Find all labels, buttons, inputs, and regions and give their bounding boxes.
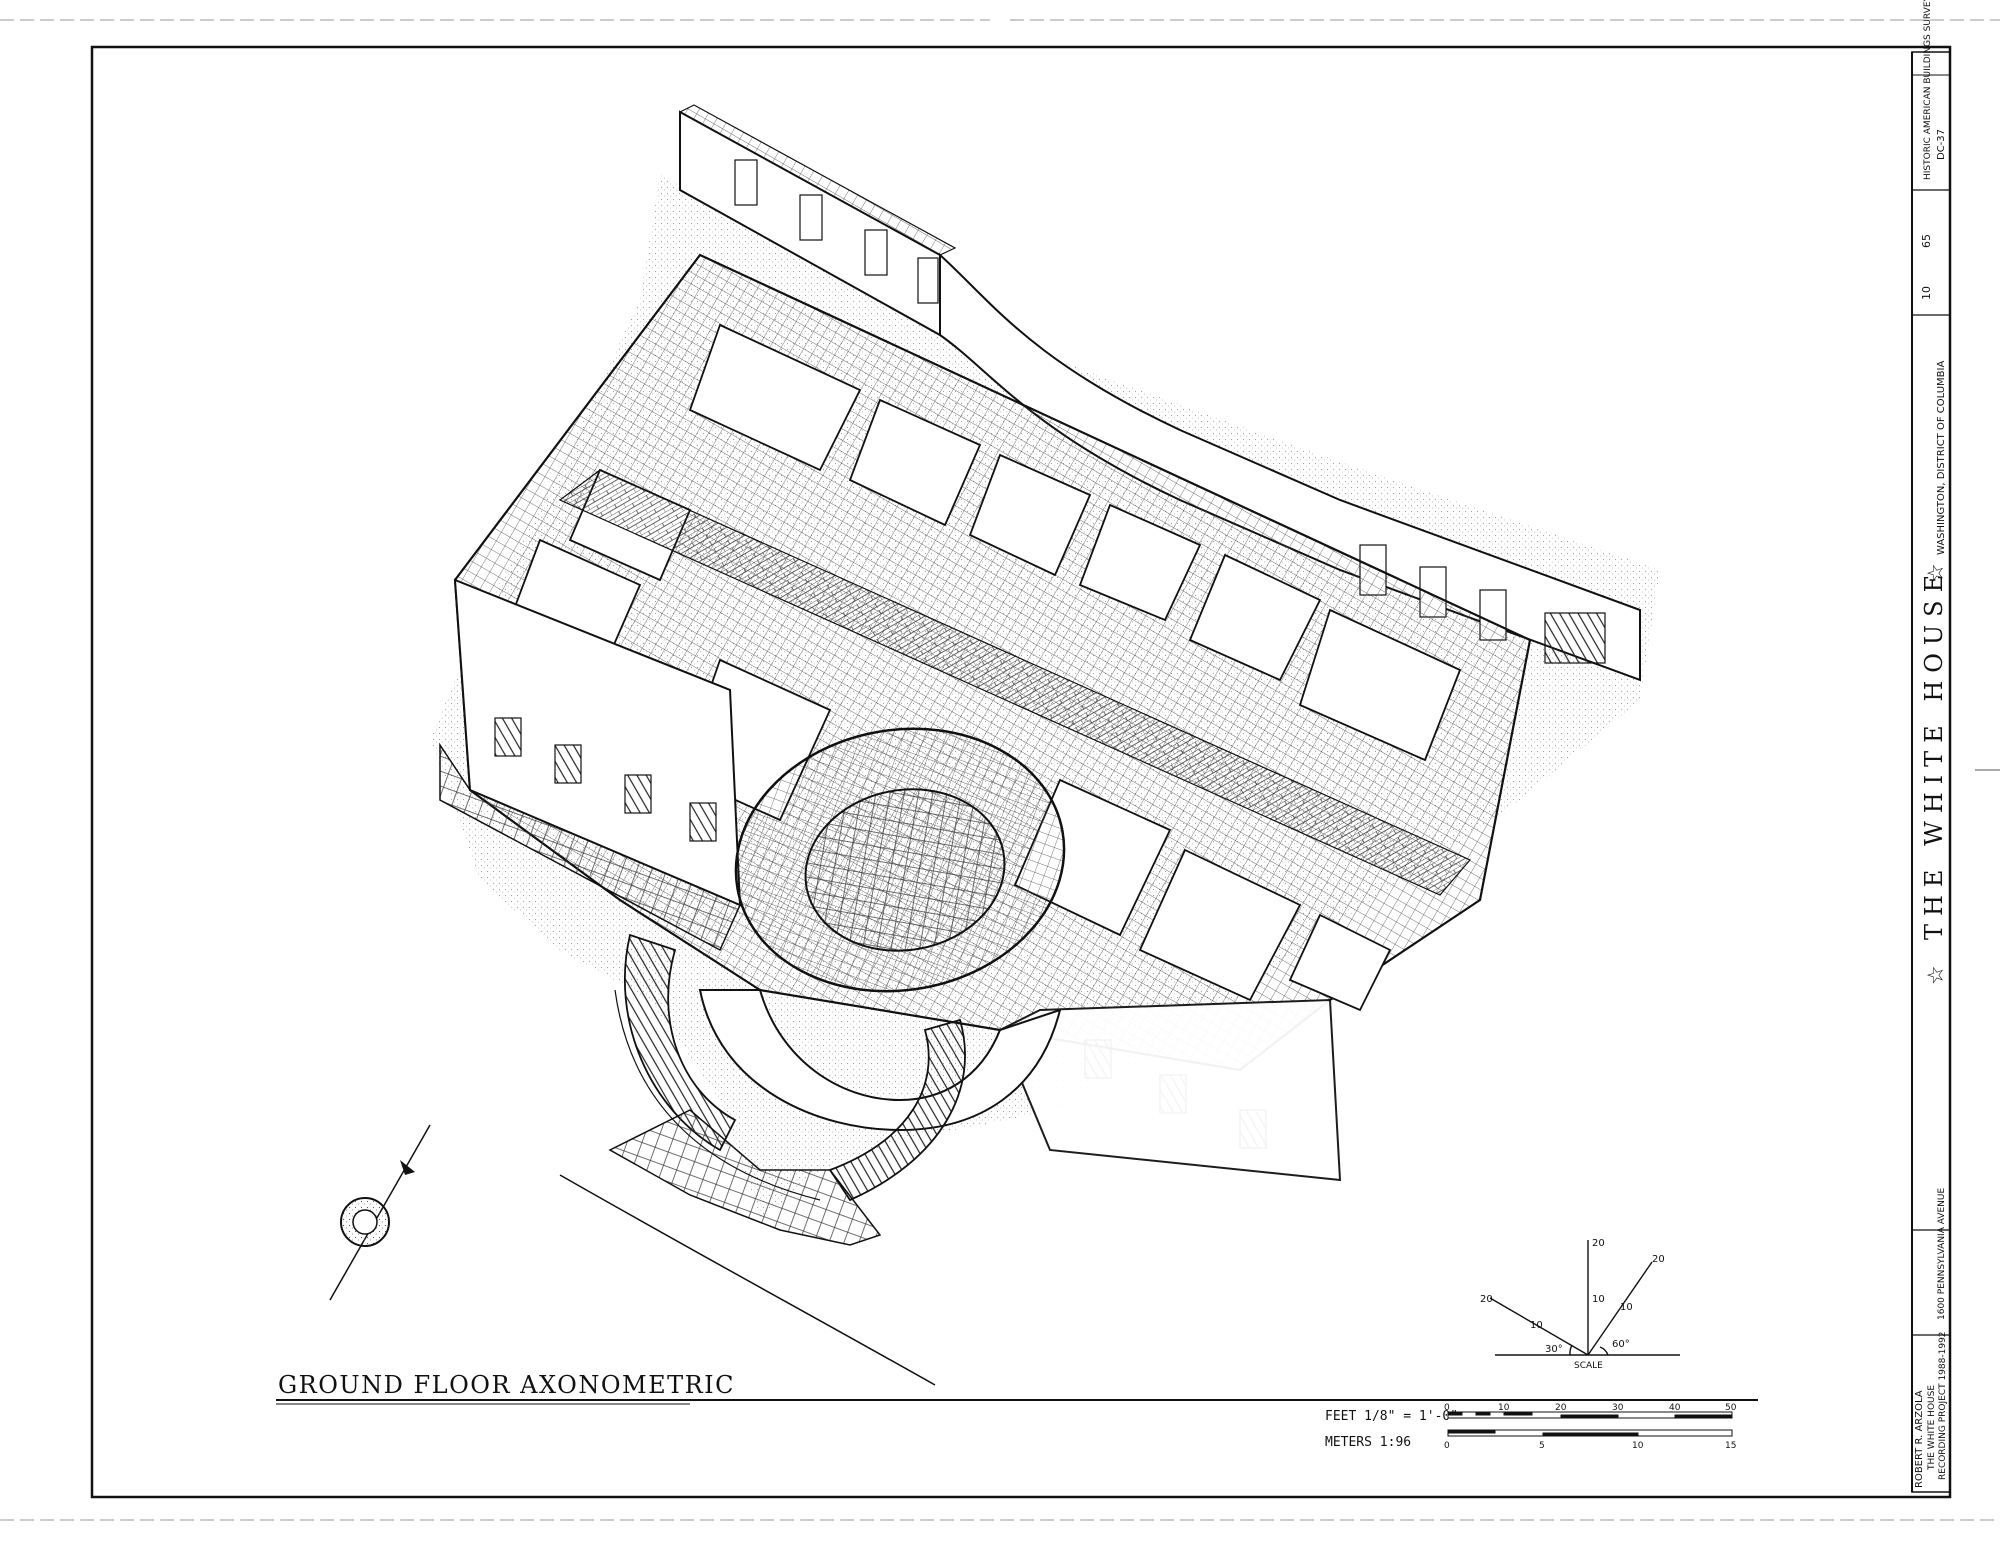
axis-vertical-tick: 20 [1592,1238,1605,1249]
east-wing-wall [939,252,1641,682]
scale-feet-label: FEET 1/8" = 1'-0" [1325,1409,1458,1424]
axis-left-tick: 10 [1530,1320,1543,1331]
scale-bar-meters [1447,1429,1733,1437]
title-block: THE WHITE HOUSE ☆ ☆ WASHINGTON, DISTRICT… [1914,0,1949,1488]
axis-angle-right: 60° [1612,1339,1630,1350]
scale-meter-tick: 10 [1632,1441,1644,1451]
axis-left-tick: 20 [1480,1294,1493,1305]
scale-feet-tick: 0 [1444,1403,1450,1413]
title-star-icon: ☆ [1924,563,1949,583]
room [1188,553,1322,682]
room [1288,913,1392,1012]
sheet-number: 10 [1920,286,1933,300]
west-terrace [439,742,741,952]
axis-right-tick: 20 [1652,1254,1665,1265]
survey-number: DC-37 [1936,129,1947,160]
axonometric-building [430,104,1660,1386]
room [1078,503,1202,622]
scale-meter-tick: 5 [1539,1441,1545,1451]
scale-feet-tick: 20 [1555,1403,1567,1413]
room [848,398,982,527]
building-name: THE WHITE HOUSE [1920,567,1948,940]
room [1298,608,1462,762]
room [968,453,1092,577]
axis-vertical-tick: 10 [1592,1294,1605,1305]
north-wall-windows [734,159,939,304]
scale-meters-label: METERS 1:96 [1325,1435,1411,1450]
address: 1600 PENNSYLVANIA AVENUE [1937,1188,1947,1320]
axis-diagram [1489,1240,1680,1356]
sheet-total: 65 [1920,234,1933,248]
scale-bar-feet [1447,1411,1733,1419]
project-note: RECORDING PROJECT 1988-1992 [1938,1331,1948,1480]
scale-feet-tick: 30 [1612,1403,1624,1413]
north-wall-top [678,104,957,256]
scale-feet-tick: 50 [1725,1403,1737,1413]
location: WASHINGTON, DISTRICT OF COLUMBIA [1936,361,1947,555]
axis-scale-label: SCALE [1574,1361,1603,1371]
scale-meter-tick: 0 [1444,1441,1450,1451]
axis-right-tick: 10 [1620,1302,1633,1313]
scale-feet-tick: 10 [1498,1403,1510,1413]
south-portico [698,989,1062,1132]
driveway-edge [559,1174,936,1386]
axis-angle-left: 30° [1545,1344,1563,1355]
cross-hall [558,469,1471,896]
north-arrow [329,1124,431,1301]
oval-room-floor [804,788,1006,952]
drawing-title: GROUND FLOOR AXONOMETRIC [278,1371,735,1399]
scale-meter-tick: 15 [1725,1441,1736,1451]
south-forecourt [608,1109,882,1246]
project-note: THE WHITE HOUSE [1927,1385,1937,1471]
scale-feet-tick: 40 [1669,1403,1681,1413]
title-block-frame [1911,51,1951,1493]
delineator-name: ROBERT R. ARZOLA [1914,1390,1925,1488]
program-name: HISTORIC AMERICAN BUILDINGS SURVEY [1923,0,1933,180]
portico-arc [614,989,821,1201]
title-star-icon: ☆ [1924,965,1949,985]
room [688,323,862,472]
south-facade-east [998,998,1342,1182]
room [1138,848,1302,1002]
